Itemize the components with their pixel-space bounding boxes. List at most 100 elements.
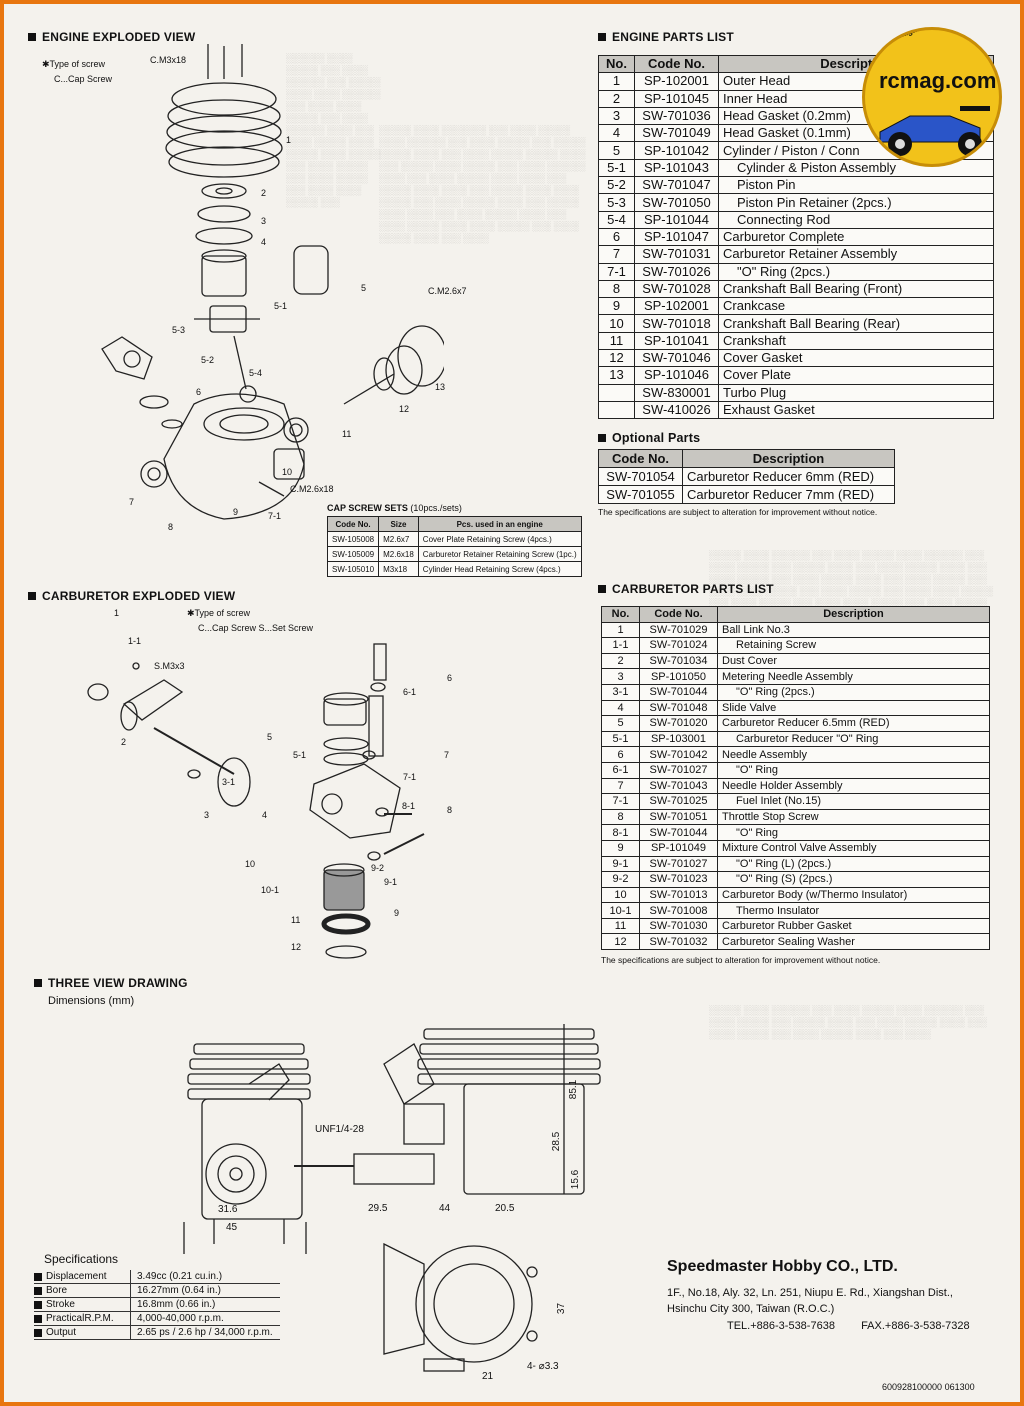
table-header-row: No. Code No. Description: [601, 606, 990, 623]
carb-callout: 6-1: [403, 687, 417, 697]
part-code: SW-701030: [639, 917, 718, 935]
part-code: SW-701013: [639, 886, 718, 904]
cell: SW-105008: [326, 531, 380, 547]
three-view-title: THREE VIEW DRAWING: [34, 976, 188, 990]
engine-callout: 5-2: [201, 355, 215, 365]
part-description: Carburetor Rubber Gasket: [717, 917, 990, 935]
part-no: 7: [598, 245, 635, 264]
part-no: [598, 383, 635, 402]
part-no: 5-1: [598, 158, 635, 178]
part-no: 13: [598, 366, 635, 385]
engine-callout: 2: [261, 188, 267, 198]
spec-key: Stroke: [34, 1298, 130, 1312]
engine-callout-cm26x18: C.M2.6x18: [290, 484, 334, 494]
part-no: 2: [601, 652, 640, 670]
carb-callout: 1-1: [128, 636, 142, 646]
part-code: SW-701044: [639, 683, 718, 701]
part-code: SP-101049: [639, 839, 718, 857]
engine-callout: 11: [342, 429, 352, 439]
part-code: SW-701046: [634, 349, 719, 368]
engine-callout: 6: [196, 387, 202, 397]
part-code: SP-101044: [634, 210, 719, 229]
part-code: SP-101041: [634, 331, 719, 351]
carb-callout-sm3x3: S.M3x3: [154, 661, 185, 671]
part-description: Slide Valve: [717, 699, 990, 717]
part-description: Cover Gasket: [718, 349, 994, 368]
part-no: 8: [598, 279, 635, 299]
dim-44: 44: [439, 1203, 451, 1214]
part-no: 10: [601, 886, 640, 904]
part-description: Cover Plate: [718, 366, 994, 385]
part-no: 5-2: [598, 176, 635, 195]
part-no: 11: [601, 917, 640, 935]
part-description: Connecting Rod: [718, 210, 994, 229]
carb-callout: 1: [114, 608, 120, 618]
part-code: SW-701024: [639, 637, 718, 654]
part-no: 4: [598, 124, 635, 143]
three-view-drawing: [183, 1024, 601, 1372]
dim-21: 21: [482, 1371, 494, 1382]
spec-value: 2.65 ps / 2.6 hp / 34,000 r.p.m.: [130, 1326, 280, 1340]
spec-key: Displacement: [34, 1270, 130, 1284]
part-description: Fuel Inlet (No.15): [717, 793, 990, 810]
part-description: "O" Ring (L) (2pcs.): [717, 855, 990, 873]
part-code: SP-101046: [634, 366, 719, 385]
carb-callout: 9-2: [371, 863, 385, 873]
part-description: Turbo Plug: [718, 383, 994, 402]
carb-parts-note: The specifications are subject to altera…: [601, 955, 881, 965]
part-no: 8-1: [601, 824, 640, 841]
company-contact: TEL.+886-3-538-7638 FAX.+886-3-538-7328: [667, 1317, 970, 1335]
engine-parts-title: ENGINE PARTS LIST: [598, 30, 734, 44]
part-code: SW-701008: [639, 902, 718, 919]
part-no: 10-1: [601, 902, 640, 919]
engine-callout: 1: [286, 135, 292, 145]
engine-callout: 7: [129, 497, 135, 507]
carb-callout: 5: [267, 732, 273, 742]
part-description: Needle Assembly: [717, 746, 990, 763]
company-address-1: 1F., No.18, Aly. 32, Ln. 251, Niupu E. R…: [667, 1287, 953, 1299]
col-pcs: Pcs. used in an engine: [417, 516, 582, 532]
part-no: 1: [601, 621, 640, 639]
part-code: SW-701025: [639, 793, 718, 810]
dim-29-5: 29.5: [368, 1203, 388, 1214]
dim-31-6: 31.6: [218, 1204, 238, 1215]
side-view: [294, 1024, 601, 1195]
part-description: Ball Link No.3: [717, 621, 990, 639]
thread-label: UNF1/4-28: [315, 1124, 364, 1135]
cap-screw-title-text: CAP SCREW SETS: [327, 503, 408, 513]
carb-callout: 9-1: [384, 877, 398, 887]
carb-callout: 10-1: [261, 885, 280, 895]
part-no: 5-3: [598, 193, 635, 212]
dim-bolt-holes: 4- ⌀3.3: [527, 1361, 559, 1372]
part-description: Metering Needle Assembly: [717, 668, 990, 685]
part-code: SW-701018: [634, 314, 719, 333]
spec-value: 16.8mm (0.66 in.): [130, 1298, 280, 1312]
part-description: Thermo Insulator: [717, 902, 990, 919]
carb-exploded-drawing: [87, 643, 425, 959]
engine-callout: 5-1: [274, 301, 288, 311]
col-desc: Description: [682, 449, 895, 468]
part-code: SW-701036: [634, 106, 719, 126]
part-no: 6: [601, 746, 640, 763]
spec-key: PracticalR.P.M.: [34, 1312, 130, 1326]
part-code: SW-701027: [639, 855, 718, 873]
